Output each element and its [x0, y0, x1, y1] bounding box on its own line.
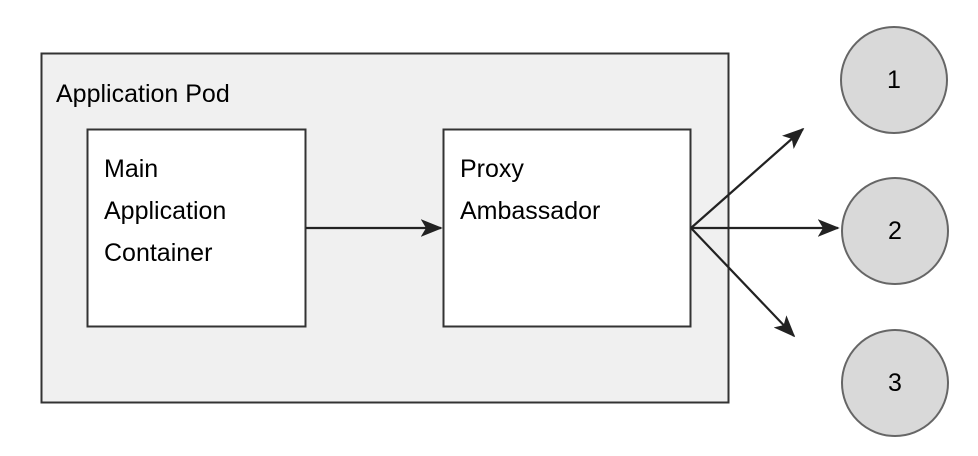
- proxy-to-endpoint-3-arrow: [690, 227, 796, 338]
- endpoint-2-circle: [841, 177, 949, 285]
- endpoint-2-label: 2: [888, 217, 902, 245]
- proxy-ambassador-container-box: [442, 128, 692, 328]
- endpoint-3-label: 3: [888, 369, 902, 397]
- main-application-container-box: [86, 128, 307, 328]
- endpoint-1-circle: [840, 26, 948, 134]
- endpoint-3-circle: [841, 329, 949, 437]
- proxy-to-endpoint-1-arrow: [690, 127, 805, 229]
- endpoint-1-label: 1: [887, 66, 901, 94]
